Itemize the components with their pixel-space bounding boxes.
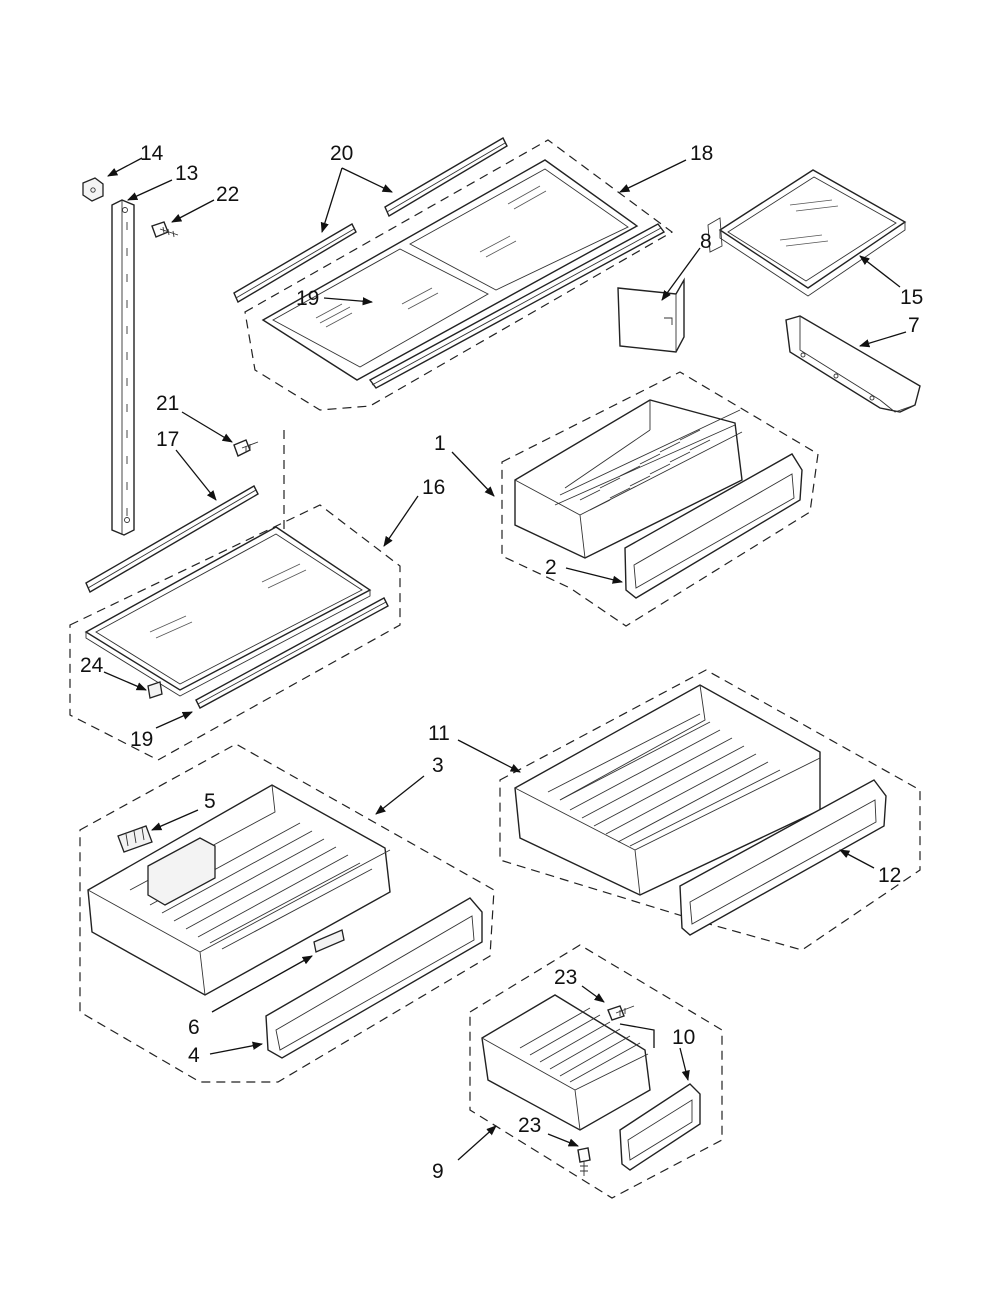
- deli-drawer: [87, 784, 391, 996]
- callout-1: 1: [434, 432, 446, 455]
- callout-18: 18: [690, 142, 713, 165]
- shelf-support-rail: [111, 199, 135, 536]
- lower-shelf-trim: [85, 485, 259, 593]
- middle-front-rail: [195, 597, 389, 709]
- callout-15: 15: [900, 286, 923, 309]
- crisper-assembly-outline-a: [501, 371, 819, 627]
- shelf-assembly-outline-top: [244, 139, 674, 411]
- rail-end-cap: [82, 177, 104, 202]
- drawer-screw-upper: [607, 1005, 635, 1021]
- upper-shelf-trim-left: [233, 223, 357, 304]
- callout-19-upper: 19: [296, 287, 319, 310]
- large-crisper-drawer: [514, 684, 821, 896]
- callout-17: 17: [156, 428, 179, 451]
- crisper-drawer-a: [514, 399, 743, 559]
- upper-shelf-trim-right: [384, 137, 508, 218]
- small-glass-shelf: [707, 169, 907, 297]
- callout-4: 4: [188, 1044, 200, 1067]
- small-drawer: [481, 994, 651, 1131]
- small-drawer-front: [619, 1083, 701, 1171]
- shelf-assembly-outline-mid: [69, 430, 401, 761]
- leader-lines: [103, 157, 907, 1161]
- deli-control-knob: [117, 825, 153, 853]
- callout-2: 2: [545, 556, 557, 579]
- callout-20: 20: [330, 142, 353, 165]
- callout-12: 12: [878, 864, 901, 887]
- drawer-screw-lower: [577, 1147, 591, 1176]
- callout-23-lower: 23: [518, 1114, 541, 1137]
- callout-14: 14: [140, 142, 164, 165]
- callout-6: 6: [188, 1016, 200, 1039]
- shelf-clip: [147, 681, 163, 699]
- callout-13: 13: [175, 162, 198, 185]
- small-drawer-outline: [469, 944, 723, 1199]
- callout-3: 3: [432, 754, 444, 777]
- crisper-cover-channel: [785, 315, 921, 413]
- deli-drawer-front: [265, 897, 483, 1059]
- rail-screw: [151, 221, 179, 238]
- crisper-front-a: [624, 453, 803, 599]
- callout-5: 5: [204, 790, 216, 813]
- shelf-screw: [233, 439, 259, 457]
- callout-7: 7: [908, 314, 920, 337]
- drawer-divider: [617, 277, 685, 353]
- large-crisper-front: [679, 779, 887, 936]
- deli-control-housing: [147, 837, 216, 906]
- callout-24: 24: [80, 654, 104, 677]
- callout-labels: 14 13 22 20 18 8 15 7 19 21 17 16 1 2 24…: [80, 142, 923, 1183]
- upper-glass-shelf: [261, 159, 639, 381]
- callout-23-upper: 23: [554, 966, 577, 989]
- deli-label: [313, 929, 345, 953]
- callout-22: 22: [216, 183, 239, 206]
- callout-10: 10: [672, 1026, 695, 1049]
- middle-glass-shelf: [84, 526, 372, 697]
- callout-9: 9: [432, 1160, 444, 1183]
- callout-16: 16: [422, 476, 445, 499]
- upper-front-rail: [368, 223, 666, 389]
- crisper-assembly-outline-b: [499, 669, 921, 951]
- callout-11: 11: [428, 722, 450, 745]
- deli-assembly-outline: [79, 743, 495, 1083]
- callout-8: 8: [700, 230, 712, 253]
- callout-21: 21: [156, 392, 179, 415]
- callout-19-middle: 19: [130, 728, 153, 751]
